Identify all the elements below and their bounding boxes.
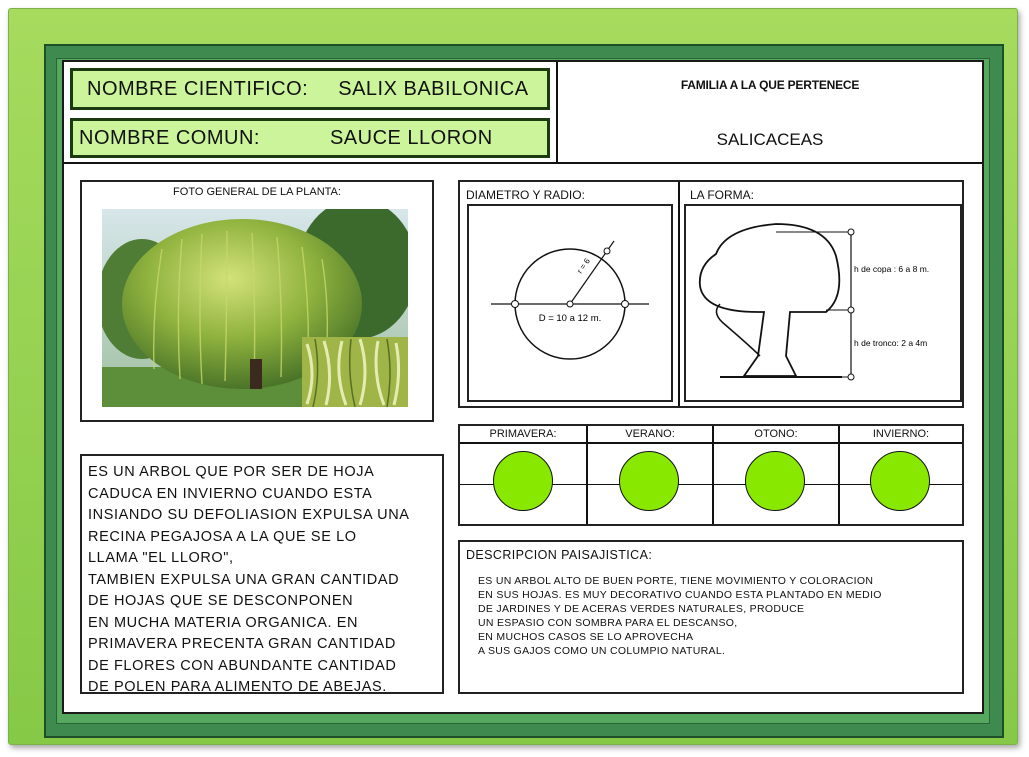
season-label: PRIMAVERA: — [489, 428, 557, 440]
description-line: TAMBIEN EXPULSA UNA GRAN CANTIDAD — [88, 571, 400, 588]
diameter-label: D = 10 a 12 m. — [539, 313, 602, 324]
family-value: SALICACEAS — [716, 130, 824, 149]
tree-shape-outline — [698, 223, 841, 377]
landscape-text: ES UN ARBOL ALTO DE BUEN PORTE, TIENE MO… — [478, 574, 962, 658]
description-line: DE HOJAS QUE SE DESCONPONEN — [88, 593, 354, 609]
landscape-line: DE JARDINES Y DE ACERAS VERDES NATURALES… — [478, 603, 805, 615]
seasons-panel: PRIMAVERA: VERANO: OTONO: INVIERNO: — [458, 424, 964, 526]
landscape-panel: DESCRIPCION PAISAJISTICA: ES UN ARBOL AL… — [458, 540, 964, 694]
trunk-height-label: h de tronco: 2 a 4m — [854, 338, 927, 348]
scientific-name-box: NOMBRE CIENTIFICO: SALIX BABILONICA — [70, 68, 550, 110]
description-line: LLAMA "EL LLORO", — [88, 550, 234, 566]
landscape-title: DESCRIPCION PAISAJISTICA: — [466, 548, 653, 562]
willow-tree-photo — [102, 209, 408, 407]
dimensions-panel: DIAMETRO Y RADIO: LA FORMA: r = 6 D = 10… — [458, 180, 964, 408]
description-line: ES UN ARBOL QUE POR SER DE HOJA — [88, 464, 375, 480]
season-foliage-circle — [619, 451, 679, 511]
scientific-name-value: SALIX BABILONICA — [338, 77, 529, 100]
landscape-line: ES UN ARBOL ALTO DE BUEN PORTE, TIENE MO… — [478, 575, 874, 587]
plant-sheet: NOMBRE CIENTIFICO: SALIX BABILONICA NOMB… — [62, 60, 984, 714]
family-label: FAMILIA A LA QUE PERTENECE — [680, 78, 860, 92]
landscape-line: EN SUS HOJAS. ES MUY DECORATIVO CUANDO E… — [478, 589, 882, 601]
common-name-label: NOMBRE COMUN: — [79, 126, 260, 149]
diameter-diagram-box: r = 6 D = 10 a 12 m. — [467, 204, 673, 402]
description-line: DE POLEN PARA ALIMENTO DE ABEJAS. — [88, 679, 387, 695]
description-line: INSIANDO SU DEFOLIASION EXPULSA UNA — [88, 507, 410, 523]
shape-title: LA FORMA: — [690, 188, 755, 202]
dimensions-divider — [678, 182, 680, 406]
description-panel: ES UN ARBOL QUE POR SER DE HOJA CADUCA E… — [80, 454, 444, 695]
season-autumn: OTONO: — [714, 426, 838, 511]
season-foliage-circle — [745, 451, 805, 511]
season-winter: INVIERNO: — [840, 426, 962, 511]
common-name-box: NOMBRE COMUN: SAUCE LLORON — [70, 118, 550, 158]
landscape-line: A SUS GAJOS COMO UN COLUMPIO NATURAL. — [478, 645, 726, 657]
landscape-line: EN MUCHOS CASOS SE LO APROVECHA — [478, 631, 694, 643]
tree-shape-diagram: h de copa : 6 a 8 m. h de tronco: 2 a 4m — [698, 223, 929, 381]
photo-panel: FOTO GENERAL DE LA PLANTA: — [80, 180, 434, 422]
season-foliage-circle — [493, 451, 553, 511]
common-name-value: SAUCE LLORON — [329, 126, 493, 149]
photo-title: FOTO GENERAL DE LA PLANTA: — [173, 186, 341, 198]
description-line: DE FLORES CON ABUNDANTE CANTIDAD — [88, 657, 397, 674]
season-summer: VERANO: — [588, 426, 712, 511]
header-divider — [556, 62, 558, 162]
description-line: PRIMAVERA PRECENTA GRAN CANTIDAD — [88, 636, 396, 652]
shape-diagram-box: h de copa : 6 a 8 m. h de tronco: 2 a 4m — [684, 204, 962, 402]
radius-label: r = 6 — [575, 256, 592, 275]
season-foliage-circle — [870, 451, 930, 511]
description-line: EN MUCHA MATERIA ORGANICA. EN — [88, 614, 359, 631]
header-bottom-line — [64, 162, 982, 164]
season-label: INVIERNO: — [872, 428, 930, 440]
description-line: RECINA PEGAJOSA A LA QUE SE LO — [88, 528, 357, 545]
season-spring: PRIMAVERA: — [460, 426, 586, 511]
diameter-title: DIAMETRO Y RADIO: — [466, 188, 585, 202]
crown-height-label: h de copa : 6 a 8 m. — [854, 264, 929, 274]
season-label: OTONO: — [754, 428, 798, 440]
description-line: CADUCA EN INVIERNO CUANDO ESTA — [88, 485, 373, 502]
diameter-diagram: r = 6 D = 10 a 12 m. — [491, 240, 649, 360]
season-label: VERANO: — [625, 428, 675, 440]
landscape-line: UN ESPASIO CON SOMBRA PARA EL DESCANSO, — [478, 617, 738, 629]
scientific-name-label: NOMBRE CIENTIFICO: — [87, 77, 309, 100]
